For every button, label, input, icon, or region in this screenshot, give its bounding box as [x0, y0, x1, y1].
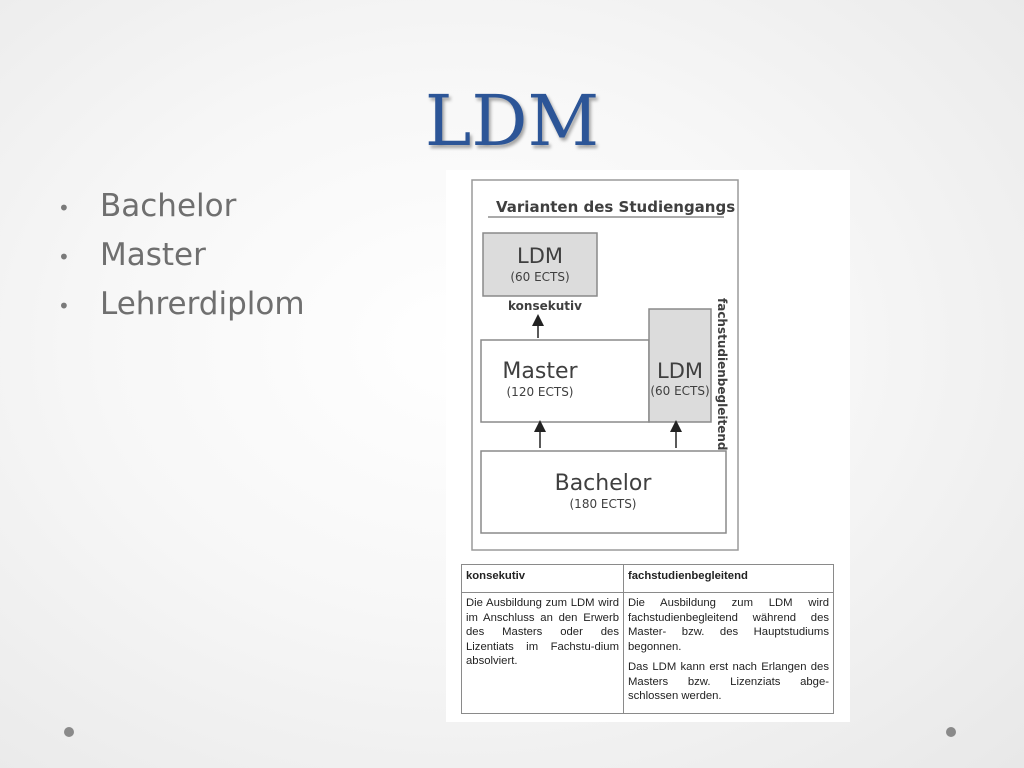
- slide-dot-left-icon: [64, 727, 74, 737]
- master-credits: (120 ECTS): [507, 385, 574, 399]
- ldm-top-name: LDM: [517, 244, 563, 268]
- bullet-dot-icon: •: [58, 195, 70, 220]
- konsekutiv-label: konsekutiv: [508, 299, 582, 313]
- master-box: [480, 339, 650, 423]
- table-header-fachstudienbegleitend: fachstudienbegleitend: [623, 564, 834, 593]
- bullet-item: • Lehrerdiplom: [58, 282, 305, 331]
- slide-title: LDM: [424, 80, 600, 162]
- bullet-text: Lehrerdiplom: [100, 286, 305, 322]
- master-name: Master: [502, 359, 578, 384]
- bullet-text: Master: [100, 237, 206, 273]
- table-cell-fachstudienbegleitend: Die Ausbildung zum LDM wird fachstudienb…: [623, 592, 834, 714]
- cell-text: Die Ausbildung zum LDM wird fachstudienb…: [628, 597, 829, 653]
- ldm-side-name: LDM: [657, 359, 703, 383]
- fachstudienbegleitend-label: fachstudienbegleitend: [715, 298, 729, 450]
- cell-text: Die Ausbildung zum LDM wird im Anschluss…: [466, 597, 619, 667]
- cell-text: Das LDM kann erst nach Erlangen des Mast…: [628, 661, 829, 702]
- table-header-konsekutiv: konsekutiv: [461, 564, 624, 593]
- ldm-side-credits: (60 ECTS): [650, 384, 709, 398]
- ldm-consecutive-box: [482, 232, 598, 297]
- bullet-dot-icon: •: [58, 293, 70, 318]
- table-header-row: konsekutiv fachstudienbegleitend: [461, 564, 834, 593]
- bullet-text: Bachelor: [100, 188, 237, 224]
- diagram-graphic: Varianten des Studiengangs LDM (60 ECTS)…: [471, 179, 739, 551]
- bullet-item: • Bachelor: [58, 184, 305, 233]
- ldm-parallel-box: [648, 308, 712, 423]
- bachelor-name: Bachelor: [555, 471, 653, 496]
- definition-table: konsekutiv fachstudienbegleitend Die Aus…: [461, 564, 834, 714]
- ldm-top-credits: (60 ECTS): [510, 270, 569, 284]
- diagram-heading: Varianten des Studiengangs: [496, 198, 735, 216]
- bullet-item: • Master: [58, 233, 305, 282]
- study-variants-diagram: Varianten des Studiengangs LDM (60 ECTS)…: [446, 170, 850, 722]
- bullet-list: • Bachelor • Master • Lehrerdiplom: [58, 184, 305, 331]
- table-cell-konsekutiv: Die Ausbildung zum LDM wird im Anschluss…: [461, 592, 624, 714]
- slide-dot-right-icon: [946, 727, 956, 737]
- bachelor-credits: (180 ECTS): [570, 497, 637, 511]
- table-row: Die Ausbildung zum LDM wird im Anschluss…: [461, 592, 834, 714]
- bachelor-box: [480, 450, 727, 534]
- bullet-dot-icon: •: [58, 244, 70, 269]
